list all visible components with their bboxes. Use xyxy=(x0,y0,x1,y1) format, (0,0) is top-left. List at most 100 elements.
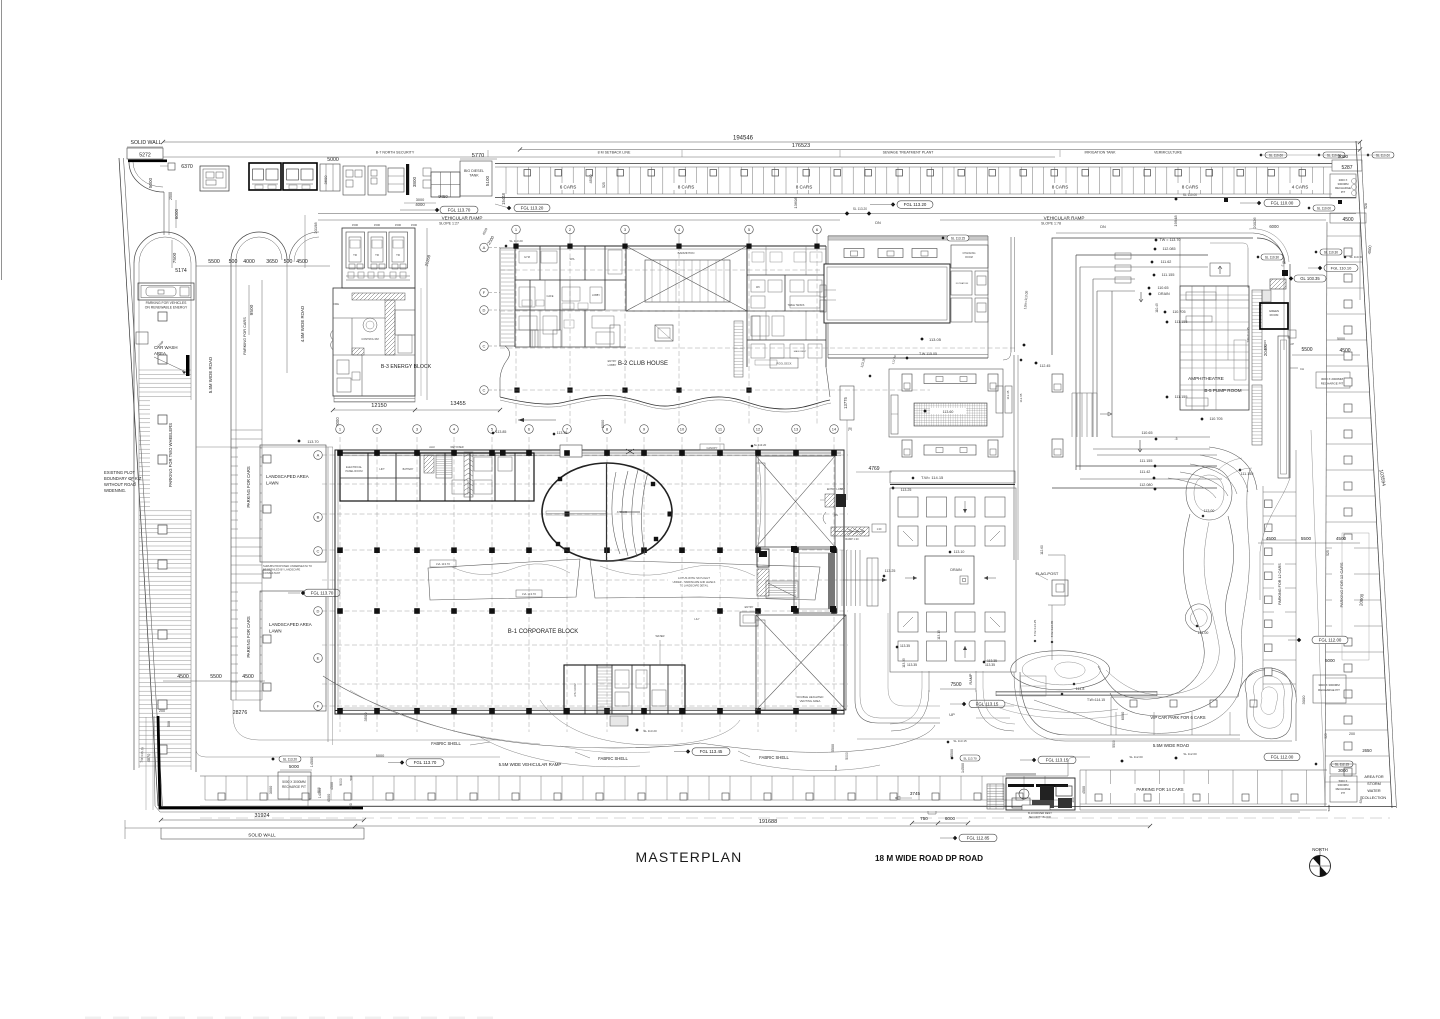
svg-text:3745: 3745 xyxy=(910,791,921,796)
svg-text:111.42: 111.42 xyxy=(1140,470,1151,474)
svg-text:6000: 6000 xyxy=(174,208,179,219)
svg-text:CH: CH xyxy=(1300,367,1304,371)
svg-text:112.30: 112.30 xyxy=(891,355,897,365)
svg-text:525: 525 xyxy=(1324,733,1328,739)
svg-text:AREA: AREA xyxy=(154,351,166,356)
svg-text:3800: 3800 xyxy=(412,176,417,187)
svg-text:SL 110.00: SL 110.00 xyxy=(1183,193,1197,197)
svg-text:5000: 5000 xyxy=(1337,337,1345,341)
svg-text:SL 113.20: SL 113.20 xyxy=(509,239,523,243)
svg-text:TO LANDSCAPE DETAIL: TO LANDSCAPE DETAIL xyxy=(680,585,709,588)
svg-text:T.W=113.25: T.W=113.25 xyxy=(1033,620,1037,637)
svg-text:3000: 3000 xyxy=(1338,154,1349,159)
svg-text:DRAIN: DRAIN xyxy=(1158,292,1170,296)
svg-text:5100: 5100 xyxy=(485,175,490,186)
svg-text:CONTROL RM: CONTROL RM xyxy=(361,337,378,341)
svg-text:VEHICULAR RAMP: VEHICULAR RAMP xyxy=(442,216,483,221)
svg-text:14500: 14500 xyxy=(318,788,322,799)
svg-text:4500: 4500 xyxy=(588,174,593,184)
svg-text:A: A xyxy=(483,245,486,250)
svg-text:2500: 2500 xyxy=(169,192,173,200)
svg-text:4500: 4500 xyxy=(1339,348,1350,354)
svg-text:7500: 7500 xyxy=(950,682,961,688)
svg-text:500: 500 xyxy=(834,765,838,770)
svg-text:113.70: 113.70 xyxy=(307,440,318,444)
svg-text:COLLECTION: COLLECTION xyxy=(1362,796,1387,800)
svg-text:SL 110.30: SL 110.30 xyxy=(1324,251,1338,255)
svg-text:ROOM: ROOM xyxy=(965,256,972,259)
svg-text:5000 X 3000MM: 5000 X 3000MM xyxy=(282,780,306,784)
svg-text:6000: 6000 xyxy=(601,420,605,428)
svg-text:WET RISER: WET RISER xyxy=(450,446,464,449)
svg-text:4500: 4500 xyxy=(296,259,308,265)
svg-text:5: 5 xyxy=(748,227,751,232)
svg-text:SPA: SPA xyxy=(570,257,575,261)
svg-text:E: E xyxy=(317,656,320,661)
svg-text:TR: TR xyxy=(396,253,400,257)
svg-text:20400: 20400 xyxy=(1263,343,1268,356)
svg-text:WITHOUT ROAD: WITHOUT ROAD xyxy=(104,482,136,487)
svg-text:SHRUBS PROPOSED UNDERNEATH TO: SHRUBS PROPOSED UNDERNEATH TO xyxy=(263,564,312,568)
svg-text:SL 110.60: SL 110.60 xyxy=(1327,154,1341,158)
svg-text:200: 200 xyxy=(1071,797,1075,802)
svg-text:5500: 5500 xyxy=(210,674,222,680)
svg-text:5000: 5000 xyxy=(376,754,384,758)
svg-text:2650: 2650 xyxy=(1362,748,1372,753)
svg-text:5287: 5287 xyxy=(1341,165,1352,171)
svg-text:13608: 13608 xyxy=(793,197,798,209)
svg-text:CAFE: CAFE xyxy=(547,294,554,298)
svg-text:12: 12 xyxy=(756,427,761,432)
svg-text:FGL 113.20: FGL 113.20 xyxy=(521,206,544,211)
svg-text:3000: 3000 xyxy=(1338,768,1348,773)
svg-text:500: 500 xyxy=(317,787,321,793)
svg-text:3600: 3600 xyxy=(323,175,328,185)
svg-text:SL 113.70: SL 113.70 xyxy=(963,757,977,761)
svg-text:15448: 15448 xyxy=(501,193,506,205)
svg-text:LVL 113.70: LVL 113.70 xyxy=(436,562,450,566)
svg-text:4000: 4000 xyxy=(415,202,425,207)
svg-text:5500: 5500 xyxy=(208,259,220,265)
svg-text:BIG DIESEL: BIG DIESEL xyxy=(464,169,484,173)
svg-text:5.5M WIDE VEHICULAR RAMP: 5.5M WIDE VEHICULAR RAMP xyxy=(499,762,562,767)
svg-text:SL 113.15: SL 113.15 xyxy=(951,237,965,241)
svg-text:AMPHITHEATRE: AMPHITHEATRE xyxy=(1188,376,1224,381)
svg-text:IRRIGATION TANK: IRRIGATION TANK xyxy=(1085,151,1117,155)
svg-text:SL 113.20: SL 113.20 xyxy=(754,443,767,447)
svg-text:8 CARS: 8 CARS xyxy=(1182,185,1199,190)
svg-text:BADMINTON: BADMINTON xyxy=(678,251,695,255)
svg-text:5770: 5770 xyxy=(472,153,484,159)
svg-text:UNDER - HARDSCAPE AND LEVELS: UNDER - HARDSCAPE AND LEVELS xyxy=(673,581,716,584)
svg-text:FGL 113.20: FGL 113.20 xyxy=(904,202,927,207)
svg-text:PARKING FOR VEHICLES: PARKING FOR VEHICLES xyxy=(146,301,188,305)
svg-text:SL 110.60: SL 110.60 xyxy=(1269,154,1283,158)
svg-text:8 M SETBACK LINE: 8 M SETBACK LINE xyxy=(598,151,631,155)
svg-text:PARKING FOR 12 CARS: PARKING FOR 12 CARS xyxy=(1278,563,1282,605)
svg-text:PARKING FOR TWO WHEELERS: PARKING FOR TWO WHEELERS xyxy=(168,423,173,487)
svg-text:6370: 6370 xyxy=(181,164,193,170)
svg-text:4500: 4500 xyxy=(482,227,489,236)
svg-text:113.10: 113.10 xyxy=(954,550,965,554)
svg-text:113.00: 113.00 xyxy=(1204,509,1215,513)
svg-text:4500: 4500 xyxy=(330,782,334,790)
svg-text:500: 500 xyxy=(284,259,293,265)
svg-text:7: 7 xyxy=(566,427,569,432)
svg-text:5.5M WIDE ROAD: 5.5M WIDE ROAD xyxy=(208,357,213,393)
svg-text:113.85: 113.85 xyxy=(496,430,507,434)
svg-text:FGL 113.70: FGL 113.70 xyxy=(311,591,334,596)
svg-text:6: 6 xyxy=(528,427,531,432)
svg-text:113.25: 113.25 xyxy=(885,569,896,573)
svg-text:2500: 2500 xyxy=(486,234,495,245)
svg-text:T.W=114.15: T.W=114.15 xyxy=(1087,698,1105,702)
svg-text:C: C xyxy=(317,549,320,554)
svg-text:T.W=115.15: T.W=115.15 xyxy=(140,747,145,763)
svg-text:176523: 176523 xyxy=(792,143,810,149)
svg-text:SL 113.20: SL 113.20 xyxy=(643,729,657,733)
svg-text:9: 9 xyxy=(643,427,646,432)
svg-text:LVL 113.70: LVL 113.70 xyxy=(522,592,536,596)
svg-text:1500: 1500 xyxy=(395,223,402,227)
svg-text:500: 500 xyxy=(167,721,171,727)
svg-text:9500: 9500 xyxy=(249,304,255,315)
svg-text:AHU ROOM: AHU ROOM xyxy=(574,683,577,696)
svg-text:110.705: 110.705 xyxy=(1209,417,1222,421)
svg-text:1500: 1500 xyxy=(352,223,359,227)
